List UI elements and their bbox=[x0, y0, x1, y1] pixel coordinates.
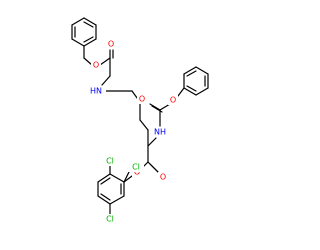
atom-o-cbz2-carbonyl: O bbox=[139, 95, 145, 104]
bond bbox=[99, 57, 111, 66]
bond bbox=[151, 105, 163, 113]
bond bbox=[100, 193, 111, 201]
atom-cl-left: Cl bbox=[106, 157, 114, 166]
bond bbox=[139, 119, 149, 131]
bond bbox=[177, 87, 185, 97]
bond bbox=[83, 57, 93, 66]
bond bbox=[97, 173, 111, 183]
bond bbox=[83, 36, 94, 43]
bond bbox=[186, 70, 197, 77]
atom-o-ester-carbonyl: O bbox=[160, 173, 166, 182]
atom-o-cbz2-ether: O bbox=[170, 96, 176, 105]
bond bbox=[71, 38, 85, 47]
bond bbox=[183, 87, 197, 96]
bond bbox=[83, 21, 94, 28]
atom-o-cbz1-carbonyl: O bbox=[108, 40, 114, 49]
bond bbox=[83, 17, 97, 26]
bond bbox=[109, 173, 125, 183]
atom-cl-para: Cl bbox=[106, 215, 114, 224]
bond bbox=[101, 75, 111, 86]
bond bbox=[123, 175, 133, 183]
bond bbox=[149, 103, 161, 111]
bond bbox=[183, 66, 197, 75]
atom-o-cbz1-ether: O bbox=[93, 61, 99, 70]
structure-canvas: O O HN NH O O O O Cl Cl Cl bbox=[71, 17, 209, 224]
bond bbox=[186, 85, 197, 92]
bond bbox=[195, 87, 209, 96]
bond bbox=[109, 195, 125, 205]
bond bbox=[97, 195, 111, 205]
bond bbox=[100, 177, 111, 185]
bond bbox=[195, 66, 209, 75]
bond bbox=[147, 137, 157, 147]
atom-n-epsilon: HN bbox=[90, 87, 102, 96]
bond-layer bbox=[71, 17, 209, 216]
bond bbox=[83, 38, 97, 47]
bond bbox=[71, 17, 85, 26]
molecule-structure: O O HN NH O O O O Cl Cl Cl bbox=[71, 17, 209, 224]
atom-label-layer: O O HN NH O O O O Cl Cl Cl bbox=[88, 39, 178, 224]
atom-cl-right: Cl bbox=[132, 163, 140, 172]
atom-n-alpha: NH bbox=[154, 128, 166, 137]
